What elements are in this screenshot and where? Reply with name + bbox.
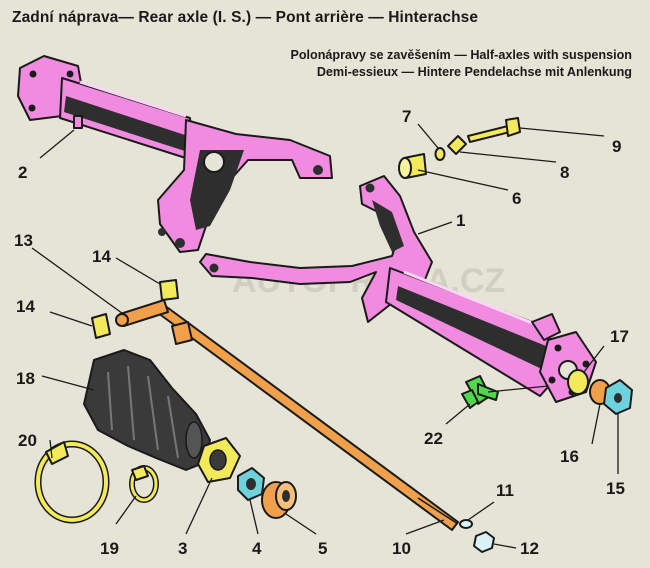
callout-15: 15 [606,479,625,498]
callout-10: 10 [392,539,411,558]
callout-5: 5 [318,539,327,558]
callout-20: 20 [18,431,37,450]
page-title: Zadní náprava— Rear axle (I. S.) — Pont … [12,9,479,26]
end-nut [603,379,633,415]
subtitle-line-1: Polonápravy se zavěšením — Half-axles wi… [290,48,632,62]
callout-4: 4 [252,539,262,558]
callout-18: 18 [16,369,35,388]
callout-7: 7 [402,107,411,126]
small-nut [473,531,495,553]
lock-tab [447,135,467,155]
subtitle-line-2: Demi-essieux — Hintere Pendelachse mit A… [316,65,632,79]
washer [459,519,473,529]
orange-bushing [261,481,297,519]
callout-1: 1 [456,211,465,230]
small-clamp [129,465,159,503]
callout-6: 6 [512,189,521,208]
callout-9: 9 [612,137,621,156]
callout-13: 13 [14,231,33,250]
callout-2: 2 [18,163,27,182]
callout-3: 3 [178,539,187,558]
callout-17: 17 [610,327,629,346]
right-axle-housing [199,175,597,403]
cyan-nut [237,467,265,501]
large-clamp [34,440,110,524]
left-axle-housing [17,55,333,253]
callout-19: 19 [100,539,119,558]
callout-8: 8 [560,163,569,182]
grease-fitting [461,375,499,409]
callout-14-lower: 14 [16,297,35,316]
rubber-boot [83,349,211,471]
bump-pad-upper [159,279,179,301]
leader-lines [31,123,619,549]
callout-14-upper: 14 [92,247,111,266]
callout-11: 11 [496,481,514,500]
bushing [398,153,427,179]
bump-pad-lower [91,313,111,339]
bolt [467,117,521,143]
yellow-washer [567,369,589,395]
callout-22: 22 [424,429,443,448]
half-shaft [115,299,459,531]
callout-12: 12 [520,539,539,558]
seal-ring [197,437,241,483]
small-washer [434,147,446,161]
callout-16: 16 [560,447,579,466]
callout-numbers: 1 2 3 4 5 6 7 8 9 10 11 12 13 14 14 15 1… [14,107,629,558]
